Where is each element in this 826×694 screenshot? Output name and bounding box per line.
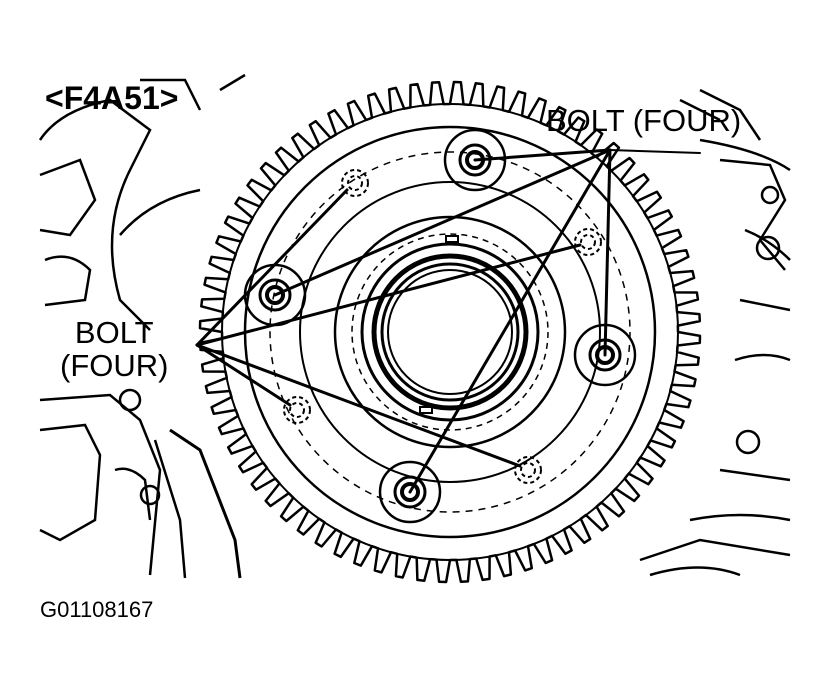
bolt-callout-left-line2: (FOUR) [60, 348, 169, 383]
leader-left-bolt-8 [195, 343, 522, 468]
leader-top-bolt-2 [273, 148, 612, 297]
plate-outer-rim [243, 125, 657, 539]
leader-left-bolt-5 [195, 188, 349, 347]
drive-plate [243, 125, 657, 539]
bolt-callout-top: BOLT (FOUR) [546, 103, 742, 138]
leader-top-bolt-4 [408, 148, 612, 494]
bolt-6 [574, 228, 602, 256]
bolt-pitch-circle [269, 151, 631, 513]
hub-bore [387, 269, 513, 395]
hub-dashed-ring [351, 233, 549, 431]
leader-left-bolt-6 [195, 243, 582, 347]
leader-left-bolt-7 [195, 343, 292, 407]
leader-top-underline [609, 149, 701, 154]
leader-top-bolt-3 [603, 148, 612, 357]
ring-gear-root-circle [221, 103, 679, 561]
figure-id: G01108167 [40, 597, 154, 622]
hub-outer [360, 242, 540, 422]
leader-top-bolt-1 [473, 148, 612, 162]
leader-lines [195, 148, 701, 494]
bolt-5 [341, 169, 369, 197]
hub-bore-inner [380, 262, 520, 402]
ring-gear [198, 80, 702, 584]
hub-key-bottom [419, 406, 433, 414]
hub-flange [333, 215, 567, 449]
model-label: <F4A51> [45, 80, 179, 116]
bolt-8 [514, 456, 542, 484]
background-housing [38, 73, 791, 579]
bolt-callout-left-line1: BOLT [74, 315, 154, 350]
hub-key-top [445, 235, 459, 243]
plate-inner-ring [299, 181, 601, 483]
hub-bore-outer [371, 253, 529, 411]
bolt-4 [378, 460, 442, 524]
bolt-callout-left: BOLT (FOUR) [60, 316, 168, 382]
bolt-7 [283, 396, 311, 424]
